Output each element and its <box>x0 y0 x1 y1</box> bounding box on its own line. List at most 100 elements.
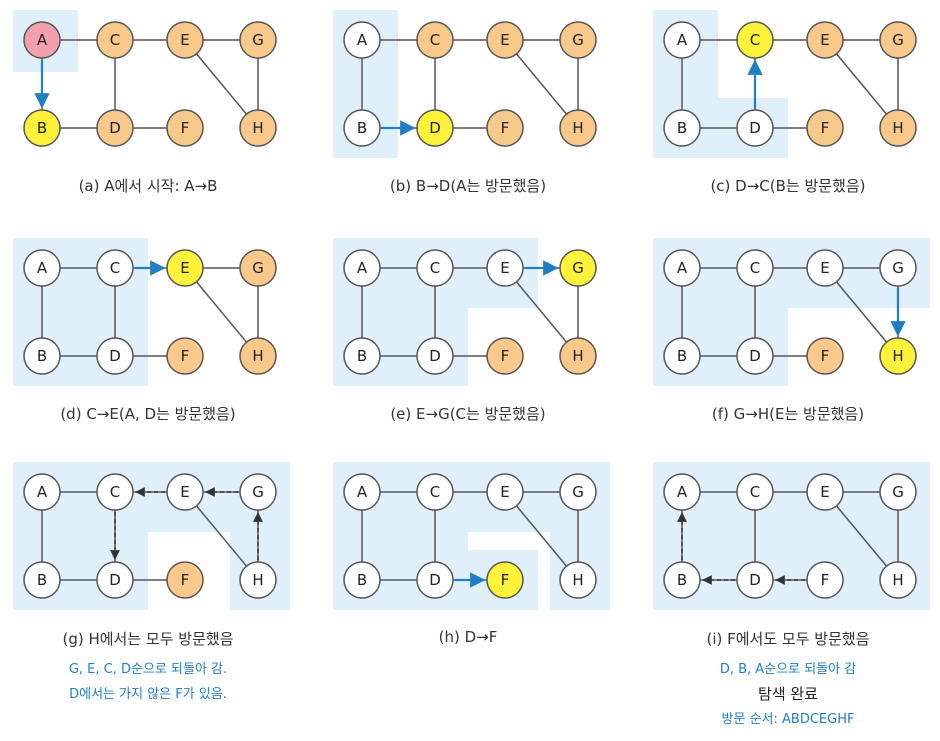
node-H-label: H <box>572 119 583 137</box>
node-G-label: G <box>252 31 264 49</box>
node-F-label: F <box>501 347 510 365</box>
node-G: G <box>559 249 597 287</box>
node-C-label: C <box>110 259 120 277</box>
edge-E-H <box>504 267 579 357</box>
node-D: D <box>416 337 454 375</box>
node-H-label: H <box>892 347 903 365</box>
node-F-label: F <box>181 119 190 137</box>
node-B: B <box>343 337 381 375</box>
node-E: E <box>486 473 524 511</box>
node-G: G <box>559 21 597 59</box>
edge-E-H <box>824 267 899 357</box>
node-E-label: E <box>180 483 189 501</box>
node-E: E <box>166 473 204 511</box>
node-B-label: B <box>677 571 687 589</box>
node-H: H <box>879 561 917 599</box>
node-B: B <box>23 337 61 375</box>
node-A-label: A <box>357 259 368 277</box>
panel-caption: (g) H에서는 모두 방문했음 <box>62 630 234 648</box>
node-C-label: C <box>750 31 760 49</box>
node-C-label: C <box>110 31 120 49</box>
node-D: D <box>416 109 454 147</box>
node-C: C <box>736 473 774 511</box>
node-G: G <box>239 473 277 511</box>
panel-caption: (d) C→E(A, D는 방문했음) <box>60 405 236 423</box>
node-H-label: H <box>572 571 583 589</box>
node-B-label: B <box>37 571 47 589</box>
node-D-label: D <box>429 347 441 365</box>
node-A: A <box>343 21 381 59</box>
node-C: C <box>416 473 454 511</box>
node-E-label: E <box>500 483 509 501</box>
node-G: G <box>879 249 917 287</box>
panel-note: D, B, A순으로 되돌아 감 <box>719 662 857 677</box>
node-F: F <box>486 109 524 147</box>
node-A: A <box>663 473 701 511</box>
node-H-label: H <box>252 571 263 589</box>
node-G-label: G <box>892 483 904 501</box>
node-G-label: G <box>252 483 264 501</box>
node-D-label: D <box>109 347 121 365</box>
panel-caption: (a) A에서 시작: A→B <box>78 177 218 195</box>
edge-E-H <box>184 39 259 129</box>
node-F: F <box>806 337 844 375</box>
node-B-label: B <box>37 347 47 365</box>
node-B: B <box>663 561 701 599</box>
node-A: A <box>23 473 61 511</box>
node-F: F <box>486 561 524 599</box>
node-E-label: E <box>820 31 829 49</box>
node-E-label: E <box>500 31 509 49</box>
node-B: B <box>343 109 381 147</box>
node-E: E <box>806 21 844 59</box>
node-H-label: H <box>892 571 903 589</box>
node-G: G <box>559 473 597 511</box>
node-D: D <box>96 337 134 375</box>
panel-caption: (c) D→C(B는 방문했음) <box>710 177 866 195</box>
node-F-label: F <box>821 347 830 365</box>
node-C: C <box>736 249 774 287</box>
node-F: F <box>806 561 844 599</box>
node-F: F <box>166 337 204 375</box>
node-C: C <box>416 249 454 287</box>
node-B-label: B <box>357 571 367 589</box>
node-C-label: C <box>750 259 760 277</box>
edge-E-H <box>184 267 259 357</box>
panel-caption: (b) B→D(A는 방문했음) <box>389 177 547 195</box>
node-H: H <box>559 561 597 599</box>
node-E: E <box>806 473 844 511</box>
node-D-label: D <box>109 571 121 589</box>
node-H: H <box>239 109 277 147</box>
node-D-label: D <box>749 347 761 365</box>
node-C-label: C <box>430 259 440 277</box>
node-A-label: A <box>37 259 48 277</box>
node-H: H <box>239 337 277 375</box>
node-F: F <box>486 337 524 375</box>
node-D: D <box>96 561 134 599</box>
edge-E-H <box>504 491 579 581</box>
node-E: E <box>486 249 524 287</box>
node-A-label: A <box>677 31 688 49</box>
node-G: G <box>239 249 277 287</box>
node-C: C <box>96 249 134 287</box>
node-B: B <box>663 337 701 375</box>
node-D-label: D <box>429 571 441 589</box>
edge-E-H <box>504 39 579 129</box>
node-G-label: G <box>892 31 904 49</box>
node-H: H <box>879 337 917 375</box>
node-A-label: A <box>37 483 48 501</box>
panel-caption: (f) G→H(E는 방문했음) <box>711 405 865 423</box>
node-A: A <box>343 249 381 287</box>
node-C: C <box>96 21 134 59</box>
node-A-label: A <box>677 483 688 501</box>
node-D: D <box>736 109 774 147</box>
node-F: F <box>166 561 204 599</box>
node-A: A <box>23 249 61 287</box>
node-G-label: G <box>572 483 584 501</box>
node-D-label: D <box>429 119 441 137</box>
